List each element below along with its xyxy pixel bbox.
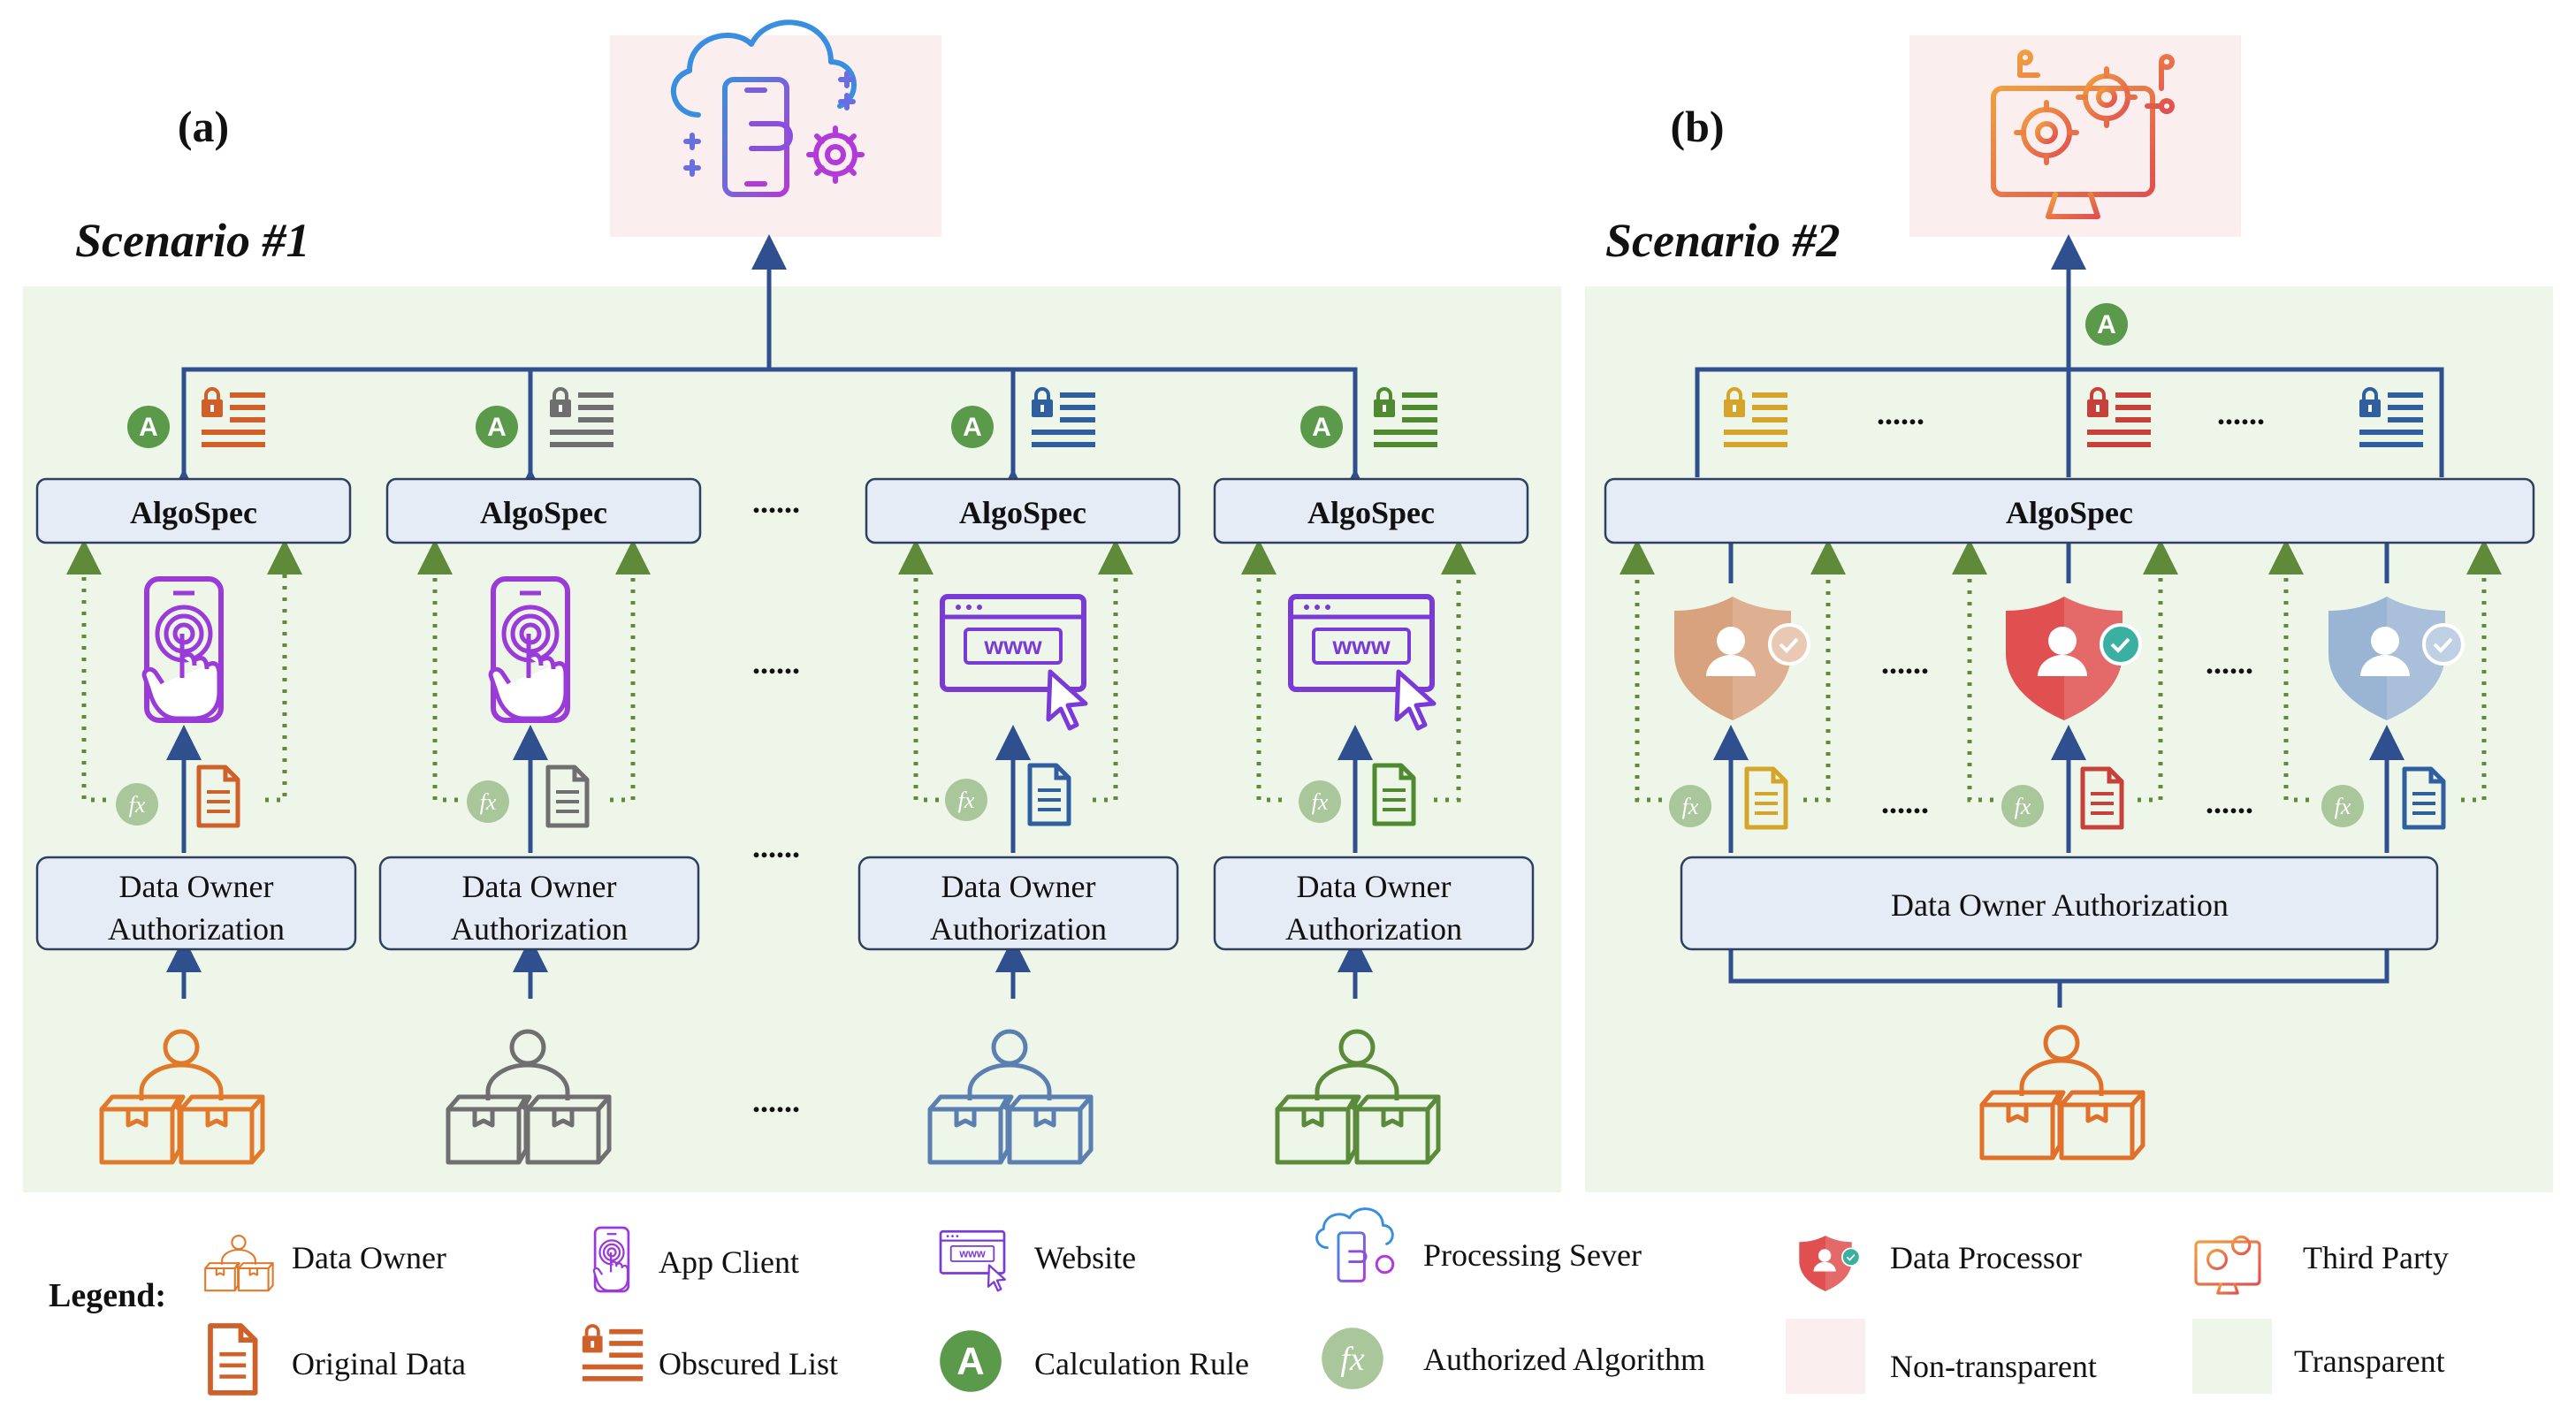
authorized-algorithm-icon	[1669, 785, 1711, 827]
data-owner-icon	[204, 1234, 274, 1292]
authorized-algorithm-icon	[116, 783, 158, 826]
app-client-icon	[592, 1226, 630, 1293]
legend-label: Non-transparent	[1890, 1349, 2097, 1384]
algospec-label: AlgoSpec	[480, 495, 607, 530]
calculation-rule-icon	[476, 406, 518, 448]
algospec-label: AlgoSpec	[959, 495, 1086, 530]
authorized-algorithm-icon	[467, 780, 509, 823]
legend-label: Third Party	[2303, 1240, 2449, 1275]
third-party-icon	[2194, 1235, 2261, 1295]
panel-b-dotted-paths	[1620, 539, 2502, 803]
ellipsis: ......	[2206, 785, 2253, 820]
legend-label: Processing Sever	[1423, 1237, 1642, 1273]
website-icon	[939, 1229, 1007, 1292]
legend-label: Original Data	[292, 1346, 466, 1381]
ellipsis: ......	[1881, 785, 1929, 820]
authorization-box-wide: Data Owner Authorization	[1680, 856, 2439, 951]
calculation-rule-icon	[951, 406, 994, 448]
legend-label: Data Processor	[1890, 1240, 2082, 1275]
authorized-algorithm-icon	[2001, 785, 2044, 827]
data-processor-icon	[2006, 597, 2142, 720]
legend-label: Website	[1034, 1240, 1136, 1275]
algospec-box: AlgoSpec	[865, 477, 1181, 544]
panel-a-dotted-paths	[66, 539, 1476, 803]
algospec-box: AlgoSpec	[1213, 477, 1529, 544]
processing-server-icon	[671, 19, 865, 197]
non-transparent-swatch	[1786, 1319, 1865, 1394]
authorization-box: Data Owner Authorization	[857, 856, 1179, 951]
legend-label: Authorized Algorithm	[1423, 1342, 1705, 1377]
algospec-label: AlgoSpec	[2006, 495, 2133, 530]
processing-server-icon	[1315, 1207, 1395, 1282]
authorization-label: Data Owner	[941, 869, 1096, 904]
ellipsis: ......	[1881, 645, 1929, 681]
authorization-label: Authorization	[930, 911, 1107, 947]
algospec-label: AlgoSpec	[1307, 495, 1435, 530]
legend-label: Calculation Rule	[1034, 1346, 1249, 1381]
non-transparent-region-b	[1909, 35, 2241, 237]
legend-title: Legend:	[49, 1277, 166, 1314]
authorization-label: Authorization	[451, 911, 628, 947]
third-party-icon	[1991, 49, 2175, 219]
ellipsis: ......	[752, 645, 800, 681]
ellipsis: ......	[752, 484, 800, 520]
scenario-1-title: Scenario #1	[75, 214, 310, 267]
authorization-box: Data Owner Authorization	[378, 856, 700, 951]
algospec-box: AlgoSpec	[385, 477, 702, 544]
authorized-algorithm-icon	[945, 779, 987, 821]
authorization-label: Data Owner	[119, 869, 274, 904]
ellipsis: ......	[2217, 396, 2265, 431]
calculation-rule-icon: A	[940, 1330, 1002, 1392]
authorization-box: Data Owner Authorization	[1213, 856, 1535, 951]
legend-label: Data Owner	[292, 1240, 446, 1275]
legend-label: Obscured List	[659, 1346, 838, 1381]
panel-b-connectors	[1695, 234, 2444, 1008]
calculation-rule-icon	[1300, 406, 1343, 448]
scenario-2-title: Scenario #2	[1605, 214, 1841, 267]
authorized-algorithm-icon: fx	[1322, 1328, 1383, 1389]
panel-a-label: (a)	[178, 102, 229, 151]
fx-symbol: fx	[1340, 1341, 1364, 1378]
panel-b-label: (b)	[1670, 102, 1724, 151]
document-icon	[210, 1326, 255, 1393]
obscured-list-icon	[580, 1324, 645, 1383]
authorization-label: Authorization	[1285, 911, 1462, 947]
authorization-label: Data Owner Authorization	[1891, 887, 2229, 923]
authorized-algorithm-icon	[2321, 785, 2364, 827]
ellipsis: ......	[1877, 396, 1924, 431]
authorization-label: Data Owner	[462, 869, 617, 904]
non-transparent-region-a	[610, 35, 941, 237]
algospec-box: AlgoSpec	[35, 477, 352, 544]
algospec-box-wide: AlgoSpec	[1604, 477, 2535, 544]
data-processor-icon	[1799, 1236, 1861, 1291]
authorization-box: Data Owner Authorization	[35, 856, 357, 951]
data-processor-icon	[2328, 597, 2465, 720]
legend-label: App Client	[659, 1244, 799, 1280]
transparent-swatch	[2192, 1319, 2272, 1394]
legend: Legend: Data Owner App Client Website Pr…	[49, 1207, 2449, 1394]
algospec-label: AlgoSpec	[130, 495, 257, 530]
ellipsis: ......	[752, 1084, 800, 1119]
calculation-rule-letter: A	[956, 1341, 984, 1383]
ellipsis: ......	[2206, 645, 2253, 681]
authorization-label: Data Owner	[1297, 869, 1452, 904]
ellipsis: ......	[752, 829, 800, 864]
authorization-label: Authorization	[108, 911, 285, 947]
calculation-rule-icon	[2085, 303, 2128, 346]
calculation-rule-icon	[127, 406, 170, 448]
data-processor-icon	[1674, 597, 1810, 720]
legend-label: Transparent	[2294, 1343, 2445, 1379]
authorized-algorithm-icon	[1299, 780, 1341, 823]
